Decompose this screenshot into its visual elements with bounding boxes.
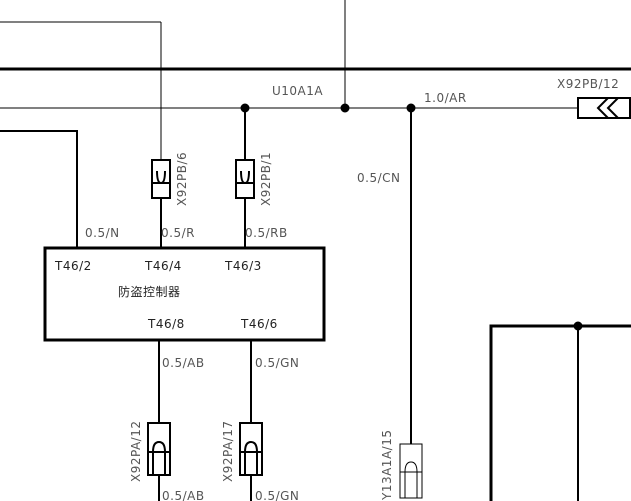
junction-dot-right — [573, 321, 583, 331]
connector-x92pa12 — [147, 422, 171, 476]
label-wire-0-5-ab-bottom: 0.5/AB — [162, 489, 205, 501]
label-wire-0-5-cn: 0.5/CN — [357, 171, 400, 185]
label-pin-t46-4: T46/4 — [144, 259, 182, 273]
connector-x92pb12 — [577, 97, 631, 119]
label-wire-0-5-gn: 0.5/GN — [255, 356, 299, 370]
connector-x92pa17 — [239, 422, 263, 476]
label-wire-0-5-n: 0.5/N — [85, 226, 120, 240]
label-wire-0-5-rb: 0.5/RB — [245, 226, 288, 240]
label-wire-0-5-ab: 0.5/AB — [162, 356, 205, 370]
label-wire-0-5-gn-bottom: 0.5/GN — [255, 489, 299, 501]
label-x92pb1: X92PB/1 — [259, 152, 273, 206]
label-pin-t46-8: T46/8 — [147, 317, 185, 331]
label-u10a1a: U10A1A — [272, 84, 323, 98]
wire-right-bracket — [489, 324, 631, 501]
module-box — [43, 246, 326, 342]
label-pin-t46-3: T46/3 — [224, 259, 262, 273]
wire-0-5-n — [0, 130, 78, 248]
label-x92pa12: X92PA/12 — [129, 421, 143, 482]
label-wire-0-5-r: 0.5/R — [161, 226, 195, 240]
junction-dot-u10a1a — [340, 103, 350, 113]
label-x92pb6: X92PB/6 — [175, 152, 189, 206]
label-x92pa17: X92PA/17 — [221, 421, 235, 482]
connector-x92pb6 — [151, 159, 171, 199]
label-pin-t46-6: T46/6 — [240, 317, 278, 331]
connector-x92pb1 — [235, 159, 255, 199]
label-wire-1-0-ar: 1.0/AR — [424, 91, 467, 105]
label-y13a1a15: Y13A1A/15 — [380, 430, 394, 501]
label-pin-t46-2: T46/2 — [54, 259, 92, 273]
connector-y13a1a15 — [399, 443, 423, 499]
label-module-name: 防盗控制器 — [118, 284, 181, 299]
label-x92pb12: X92PB/12 — [557, 77, 619, 91]
